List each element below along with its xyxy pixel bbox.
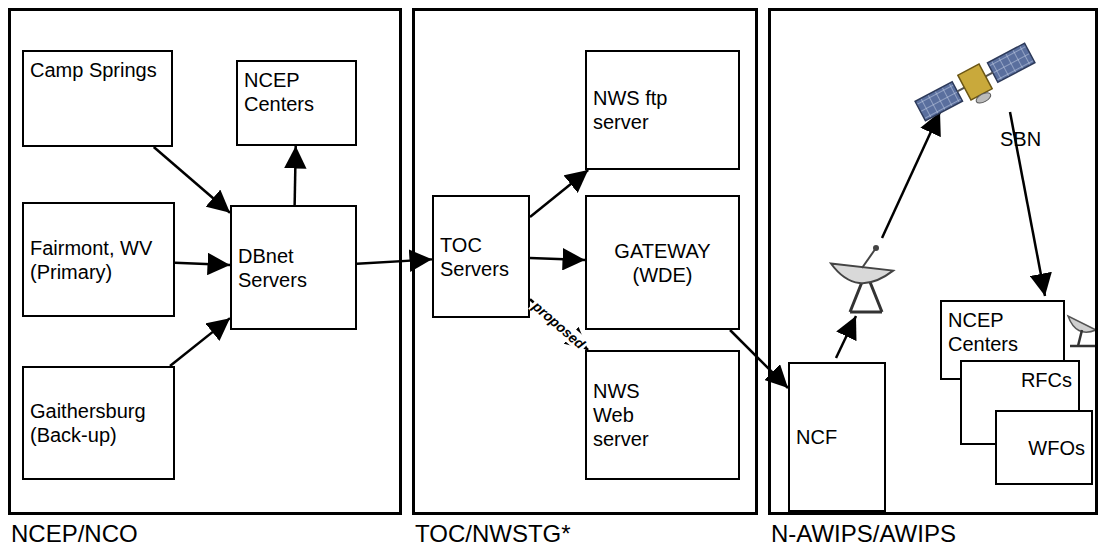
flow-arrow — [530, 258, 585, 260]
box-label: GATEWAY (WDE) — [607, 239, 719, 287]
group-panel: TOC Servers NWS ftp serverGATEWAY (WDE) NW… — [412, 8, 758, 515]
panel-caption: NCEP/NCO — [11, 520, 399, 549]
satellite — [914, 41, 1040, 131]
box-label: DBnet Servers — [238, 244, 338, 292]
server-box: NWS ftp server — [585, 50, 740, 170]
flow-arrow — [295, 146, 296, 205]
box-label: Gaithersburg (Back-up) — [30, 399, 167, 447]
box-label: NCF — [796, 425, 837, 449]
uplink-line — [836, 316, 856, 358]
gateway-box: GATEWAY (WDE) — [585, 195, 740, 330]
box-label: RFCs — [1021, 368, 1072, 392]
box-label: Camp Springs — [30, 58, 157, 82]
flow-arrow — [357, 259, 432, 263]
site-box: Fairmont, WV (Primary) — [22, 202, 175, 317]
site-box: Gaithersburg (Back-up) — [22, 366, 175, 480]
panel-caption: TOC/NWSTG* — [415, 520, 755, 549]
group-panel: Camp Springs NCEP CentersFairmont, WV (Pr… — [8, 8, 402, 515]
server-box: DBnet Servers — [230, 205, 357, 330]
server-box: NWS Web server — [585, 350, 740, 480]
receive-dish-icon — [1068, 316, 1096, 346]
panel-caption: N-AWIPS/AWIPS — [771, 520, 1095, 549]
box-label: TOC Servers — [440, 233, 520, 281]
flow-arrow — [530, 170, 588, 217]
network-label: SBN — [1000, 128, 1041, 151]
center-box: NCEP Centers — [236, 60, 357, 146]
flow-arrow — [175, 263, 230, 265]
flow-arrow — [170, 318, 230, 366]
box-label: NCEP Centers — [948, 308, 1048, 356]
site-box: Camp Springs — [22, 50, 173, 147]
satellite-dish — [831, 244, 894, 312]
edge-label: proposed — [528, 296, 590, 353]
box-label: NWS Web server — [593, 379, 673, 451]
site-stack-box: WFOs — [995, 410, 1093, 485]
box-label: NCEP Centers — [244, 68, 344, 116]
box-label: Fairmont, WV (Primary) — [30, 236, 167, 284]
facility-box: NCF — [788, 362, 886, 512]
uplink-line — [882, 112, 940, 238]
box-label: NWS ftp server — [593, 86, 673, 134]
server-box: TOC Servers — [432, 195, 530, 318]
group-panel: NCFNCEP CentersRFCsWFOsN-AWIPS/AWIPS — [768, 8, 1098, 515]
box-label: WFOs — [1028, 436, 1085, 460]
